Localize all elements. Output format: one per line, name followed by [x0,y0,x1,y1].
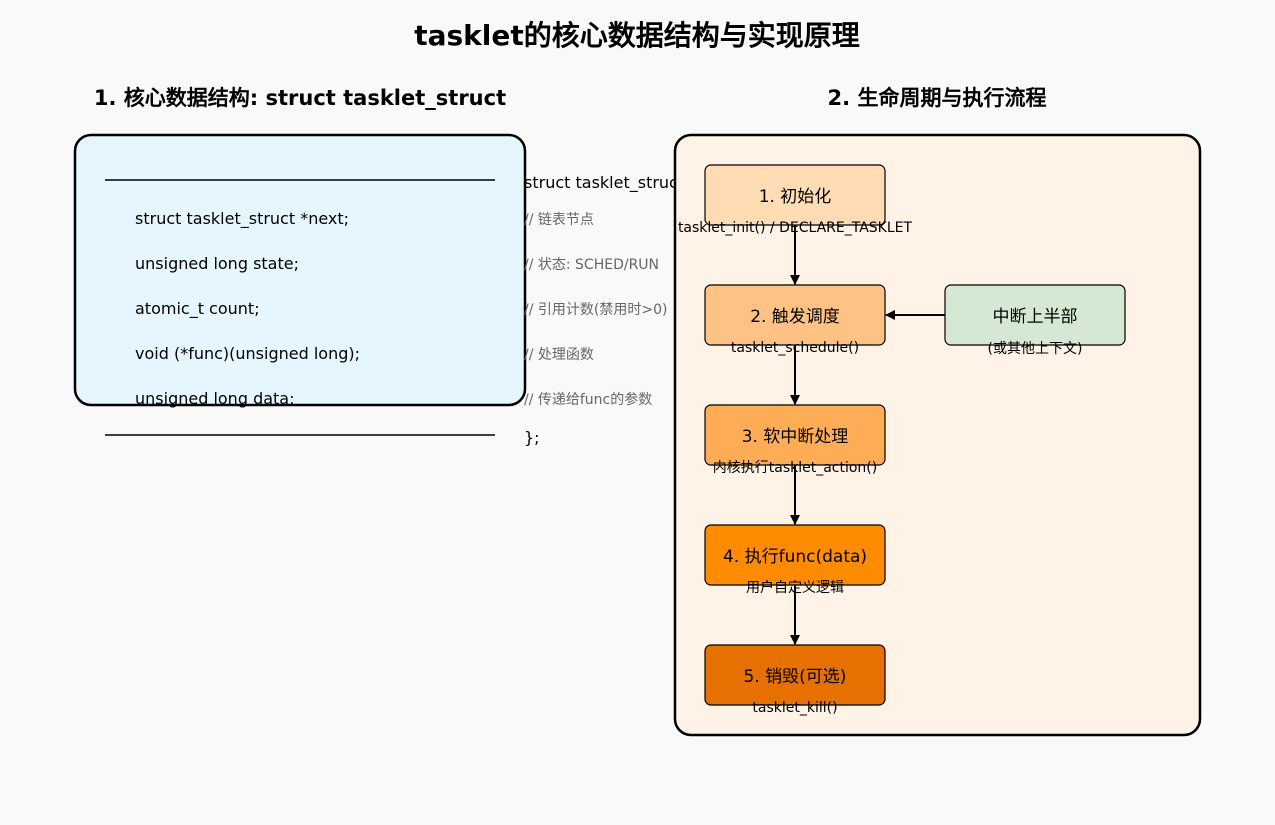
step-label: 5. 销毁(可选) [744,667,847,687]
trigger-label: 中断上半部 [993,307,1078,327]
step-label: 1. 初始化 [759,187,832,207]
step-box-kill [704,644,886,706]
struct-field-comment: // 状态: SCHED/RUN [524,257,659,273]
struct-field-code: void (*func)(unsigned long); [135,344,360,363]
step-label: 2. 触发调度 [750,307,840,327]
struct-section-title: 1. 核心数据结构: struct tasklet_struct [94,86,506,110]
page-title: tasklet的核心数据结构与实现原理 [414,19,860,52]
step-label: 3. 软中断处理 [742,427,849,447]
struct-field-comment: // 引用计数(禁用时>0) [524,302,667,318]
struct-header: struct tasklet_struct { [524,173,699,193]
lifecycle-section-title: 2. 生命周期与执行流程 [828,86,1047,110]
struct-field-code: atomic_t count; [135,299,260,319]
struct-field-comment: // 链表节点 [524,212,594,228]
struct-field-code: struct tasklet_struct *next; [135,209,349,229]
struct-panel [73,133,527,407]
struct-field-comment: // 传递给func的参数 [524,391,652,408]
struct-field-code: unsigned long state; [135,254,299,273]
step-label: 4. 执行func(data) [723,547,867,567]
struct-field-comment: // 处理函数 [524,347,594,363]
trigger-sub: (或其他上下文) [988,341,1083,357]
step-sub: tasklet_kill() [752,700,837,716]
struct-footer: }; [524,428,540,447]
struct-field-code: unsigned long data; [135,389,295,408]
